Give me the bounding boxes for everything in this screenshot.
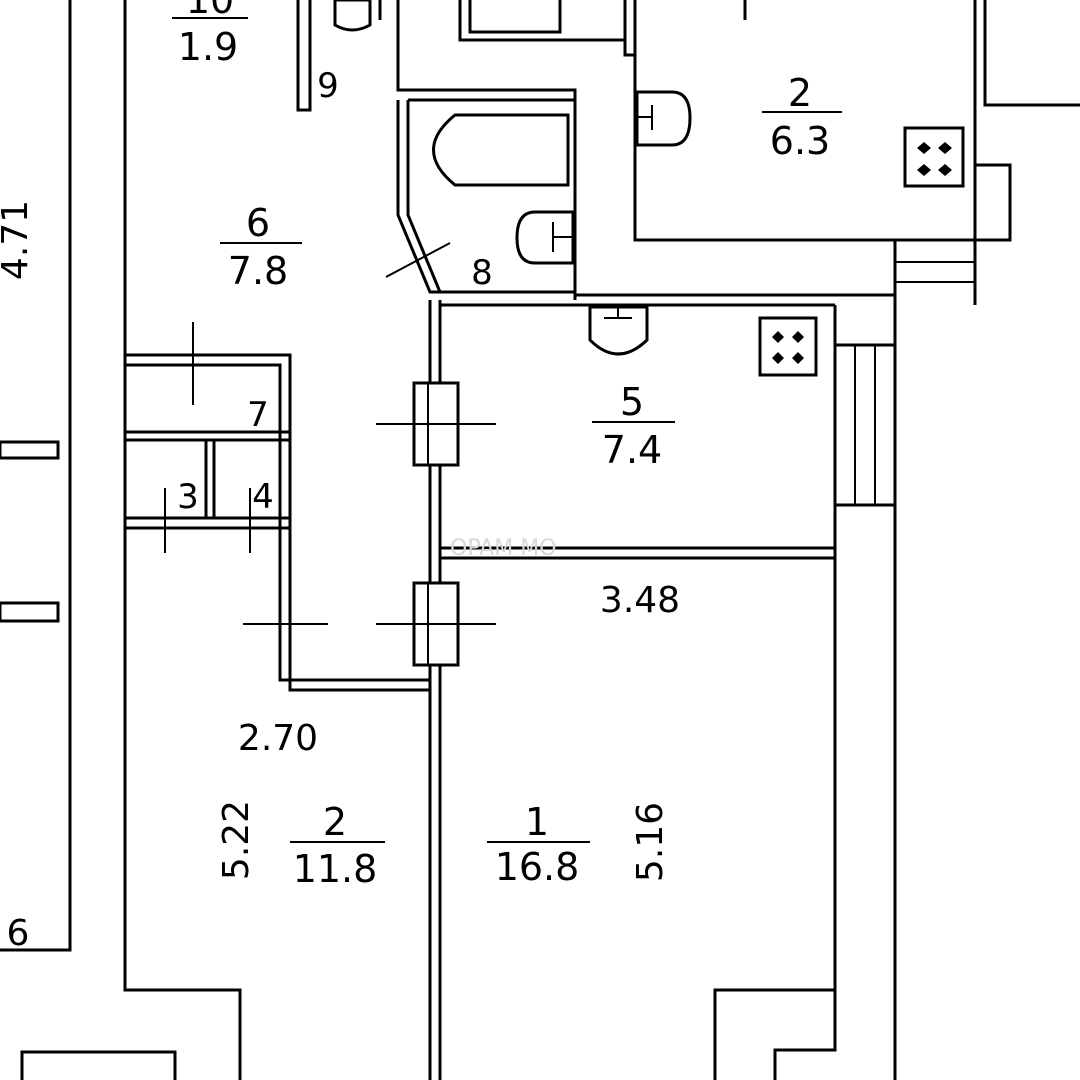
room-1-number: 1	[525, 800, 549, 844]
neighbor-room-10-number: 10	[186, 0, 234, 22]
sink-icon	[515, 210, 575, 265]
room-2-width-dimension: 2.70	[238, 718, 318, 759]
sink-icon	[333, 0, 372, 32]
left-edge-dimension-2: 6	[7, 913, 30, 954]
left-edge-dimension: 4.71	[0, 200, 36, 280]
room-7-number: 7	[247, 395, 269, 435]
room-1-length-dimension: 5.16	[630, 802, 671, 882]
sink-icon	[635, 90, 692, 147]
room-1-area: 16.8	[495, 845, 580, 889]
neighbor-room-2-number: 2	[788, 71, 812, 115]
room-5-number: 5	[620, 380, 644, 424]
room-6-area: 7.8	[228, 249, 288, 293]
kitchen-width-dimension: 3.48	[600, 580, 680, 621]
watermark: OPAM MO	[450, 536, 557, 561]
room-9-number: 9	[317, 66, 339, 106]
stove-icon	[903, 126, 965, 188]
room-2-area: 11.8	[293, 847, 378, 891]
room-2-length-dimension: 5.22	[216, 800, 257, 880]
neighbor-room-2-area: 6.3	[770, 119, 830, 163]
room-6-number: 6	[246, 201, 270, 245]
stove-icon	[758, 316, 818, 377]
doors	[164, 242, 496, 667]
bathtub-icon	[432, 113, 570, 187]
room-8-number: 8	[471, 253, 493, 293]
room-3-number: 3	[177, 477, 199, 517]
dimension-labels: 3.48 2.70 5.22 5.16 4.71 6	[0, 200, 680, 954]
room-5-area: 7.4	[602, 428, 662, 472]
room-4-number: 4	[252, 477, 274, 517]
fixtures	[333, 0, 965, 377]
room-labels: 1 16.8 2 11.8 5 7.4 6 7.8 2 6.3 10 1.9 3…	[172, 0, 842, 891]
neighbor-room-10-area: 1.9	[178, 25, 238, 69]
room-2-number: 2	[323, 800, 347, 844]
